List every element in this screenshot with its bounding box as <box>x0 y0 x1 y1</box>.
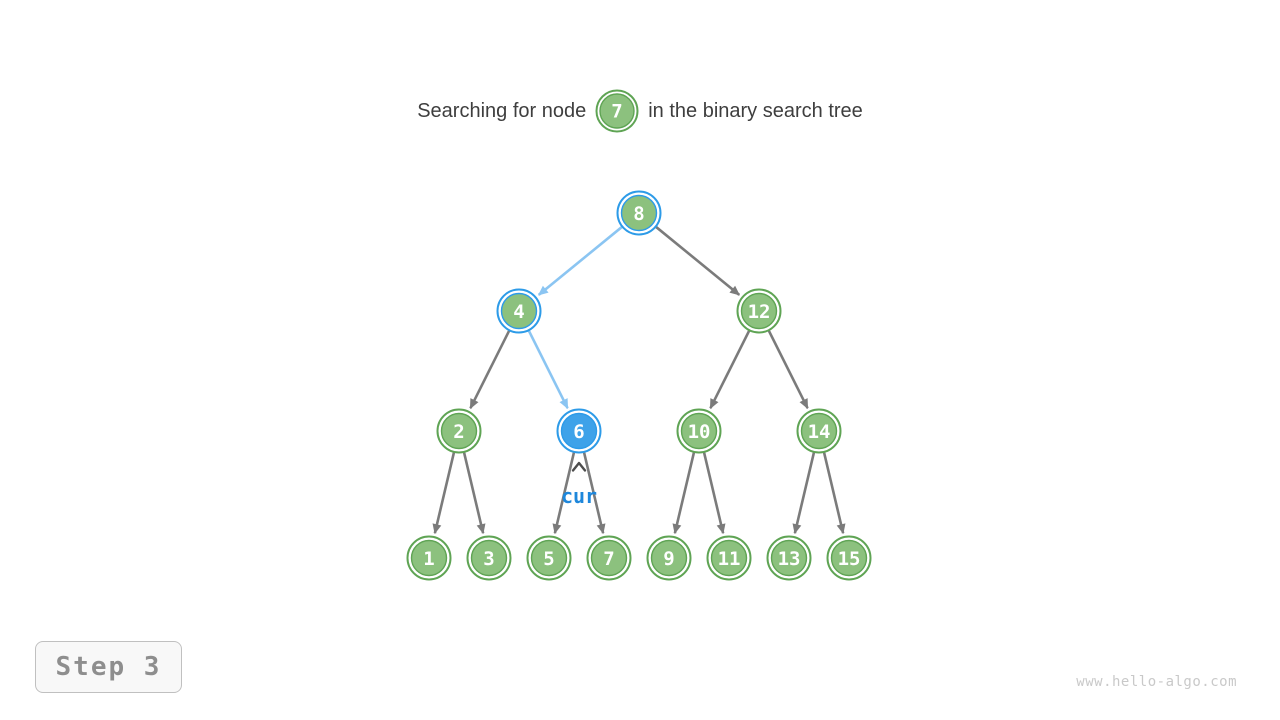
tree-node-15: 15 <box>826 535 872 581</box>
tree-node-14: 14 <box>796 408 842 454</box>
node-inner-circle <box>620 194 658 232</box>
tree-node-13: 13 <box>766 535 812 581</box>
title-text-suffix: in the binary search tree <box>648 99 863 122</box>
node-outer-ring <box>676 408 722 454</box>
node-outer-ring <box>646 535 692 581</box>
node-inner-circle <box>710 539 748 577</box>
edge-8-4 <box>537 223 627 296</box>
node-inner-circle <box>680 412 718 450</box>
cur-pointer: cur <box>561 461 597 508</box>
tree-node-1: 1 <box>406 535 452 581</box>
edge-14-15 <box>821 447 846 535</box>
node-outer-ring <box>466 535 512 581</box>
node-inner-circle <box>830 539 868 577</box>
node-outer-ring <box>496 288 542 334</box>
tree-node-9: 9 <box>646 535 692 581</box>
node-value: 5 <box>543 548 554 570</box>
node-value: 9 <box>663 548 674 570</box>
edge-8-12 <box>651 223 741 296</box>
tree-edges <box>432 223 846 535</box>
node-outer-ring <box>826 535 872 581</box>
edge-6-5 <box>552 447 577 535</box>
node-value: 4 <box>513 301 524 323</box>
tree-node-7: 7 <box>586 535 632 581</box>
node-outer-ring <box>586 535 632 581</box>
tree-node-5: 5 <box>526 535 572 581</box>
node-outer-ring <box>556 408 602 454</box>
title-node-value: 7 <box>611 101 622 123</box>
node-outer-ring <box>406 535 452 581</box>
tree-node-4: 4 <box>496 288 542 334</box>
tree-node-2: 2 <box>436 408 482 454</box>
node-value: 11 <box>718 548 741 570</box>
edge-12-14 <box>765 326 809 410</box>
node-outer-ring <box>616 190 662 236</box>
title-node-inner-circle <box>599 93 635 129</box>
node-outer-ring <box>796 408 842 454</box>
node-outer-ring <box>436 408 482 454</box>
tree-node-12: 12 <box>736 288 782 334</box>
tree-node-11: 11 <box>706 535 752 581</box>
edge-10-9 <box>672 447 697 535</box>
node-value: 7 <box>603 548 614 570</box>
title-target-node: 7 <box>595 89 639 133</box>
node-value: 14 <box>808 421 831 443</box>
edge-12-10 <box>709 326 753 410</box>
node-inner-circle <box>440 412 478 450</box>
node-inner-circle <box>560 412 598 450</box>
node-value: 3 <box>483 548 494 570</box>
figure-title: Searching for node 7 in the binary searc… <box>0 89 1280 133</box>
node-inner-circle <box>470 539 508 577</box>
node-inner-circle <box>500 292 538 330</box>
tree-node-10: 10 <box>676 408 722 454</box>
node-inner-circle <box>740 292 778 330</box>
node-inner-circle <box>650 539 688 577</box>
node-inner-circle <box>410 539 448 577</box>
node-value: 1 <box>423 548 434 570</box>
node-inner-circle <box>800 412 838 450</box>
node-value: 2 <box>453 421 464 443</box>
edge-14-13 <box>792 447 817 535</box>
node-inner-circle <box>770 539 808 577</box>
node-value: 6 <box>573 421 584 443</box>
node-value: 15 <box>838 548 861 570</box>
tree-node-6: 6 <box>556 408 602 454</box>
node-inner-circle <box>530 539 568 577</box>
watermark: www.hello-algo.com <box>1076 674 1237 690</box>
title-text-prefix: Searching for node <box>417 99 587 122</box>
edge-2-3 <box>461 447 486 535</box>
tree-node-8: 8 <box>616 190 662 236</box>
tree-node-3: 3 <box>466 535 512 581</box>
node-outer-ring <box>706 535 752 581</box>
edge-4-2 <box>469 326 513 410</box>
node-value: 8 <box>633 203 644 225</box>
node-value: 10 <box>688 421 711 443</box>
cur-pointer-caret <box>571 461 587 472</box>
cur-pointer-label: cur <box>561 484 597 508</box>
edge-2-1 <box>432 447 457 535</box>
edge-4-6 <box>525 326 569 410</box>
step-indicator: Step 3 <box>35 641 182 693</box>
node-value: 13 <box>778 548 801 570</box>
node-outer-ring <box>526 535 572 581</box>
node-outer-ring <box>766 535 812 581</box>
node-outer-ring <box>736 288 782 334</box>
node-value: 12 <box>748 301 771 323</box>
node-inner-circle <box>590 539 628 577</box>
edge-6-7 <box>581 447 606 535</box>
edge-10-11 <box>701 447 726 535</box>
step-label: Step 3 <box>55 652 162 682</box>
